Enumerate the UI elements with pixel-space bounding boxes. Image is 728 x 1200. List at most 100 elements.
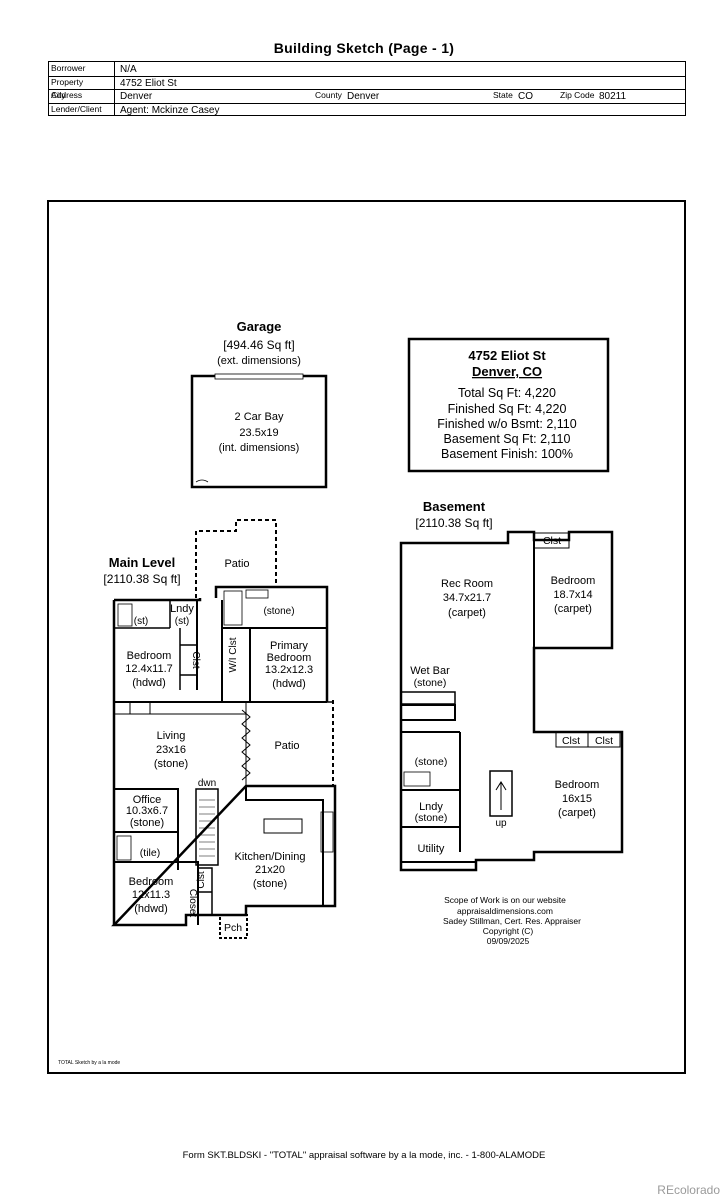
summary-finished: Finished Sq Ft: 4,220: [448, 402, 567, 416]
watermark: REcolorado: [657, 1183, 720, 1197]
office-dims: 10.3x6.7: [126, 805, 168, 817]
zip-label: Zip Code: [560, 90, 595, 100]
tub-1: [245, 589, 269, 599]
stair-treads: [199, 799, 215, 857]
garage-room-note: (int. dimensions): [219, 442, 300, 454]
bedroom1-label: Bedroom: [127, 650, 172, 662]
living-top-strip: [114, 702, 246, 715]
basement-bedroom1-dims: 18.7x14: [553, 589, 592, 601]
basement-bedroom2-mat: (carpet): [558, 807, 596, 819]
office-label: Office: [133, 794, 162, 806]
wet-bar-label: Wet Bar: [410, 665, 450, 677]
closet-a-label: Clst: [562, 735, 580, 747]
basement-bedroom2-dims: 16x15: [562, 793, 592, 805]
closet-b-label: Clst: [595, 735, 613, 747]
county-label: County: [315, 90, 342, 100]
borrower-value: N/A: [120, 64, 137, 75]
up-arrow-icon: [495, 781, 507, 810]
basement-tub: [403, 771, 431, 787]
scope-line-4: Copyright (C): [483, 926, 534, 936]
basement-title: Basement: [423, 499, 486, 514]
bedroom2-label: Bedroom: [129, 876, 174, 888]
city-row: City Denver County Denver State CO Zip C…: [49, 89, 685, 104]
shower-2: [223, 590, 243, 626]
summary-basement-finish: Basement Finish: 100%: [441, 447, 573, 461]
folding-door: [241, 709, 251, 781]
closet-walls: [198, 867, 213, 915]
basement-bath-label: (stone): [415, 756, 448, 768]
basement-inner-walls: [401, 704, 476, 863]
kitchen-counter: [320, 811, 334, 853]
main-inner-walls-2: [114, 600, 197, 690]
garage-room: 2 Car Bay: [235, 411, 284, 423]
clst-label: Clst: [190, 651, 201, 668]
patio-top-label: Patio: [224, 558, 249, 570]
scope-line-2: appraisaldimensions.com: [457, 906, 553, 916]
borrower-row: Borrower N/A: [49, 62, 685, 77]
rec-room-mat: (carpet): [448, 607, 486, 619]
primary-mat: (hdwd): [272, 678, 306, 690]
sketch-software-note: TOTAL Sketch by a la mode: [58, 1060, 121, 1066]
lndy-mat: (st): [175, 616, 189, 627]
bedroom2-dims: 12x11.3: [132, 889, 170, 901]
scope-line-5: 09/09/2025: [487, 936, 530, 946]
patio-right-label: Patio: [274, 740, 299, 752]
form-footer: Form SKT.BLDSKI - "TOTAL" appraisal soft…: [182, 1150, 546, 1161]
lender-label: Lender/Client: [49, 102, 115, 116]
city-value: Denver: [120, 91, 153, 102]
primary-bath-label: (stone): [263, 606, 294, 617]
garage-title: Garage: [237, 319, 282, 334]
bedroom1-dims: 12.4x11.7: [125, 663, 173, 675]
living-dims: 23x16: [156, 744, 186, 756]
basement-bedroom1-mat: (carpet): [554, 603, 592, 615]
basement-stair: [489, 770, 513, 817]
clst2-label: Clst: [196, 871, 207, 888]
basement-area: [2110.38 Sq ft]: [415, 516, 492, 530]
scope-line-3: Sadey Stillman, Cert. Res. Appraiser: [443, 916, 581, 926]
tub-2: [116, 835, 132, 861]
header-table: Borrower N/A Property Address 4752 Eliot…: [48, 61, 686, 116]
garage-area: [494.46 Sq ft]: [223, 338, 294, 352]
primary-label: Primary: [270, 640, 308, 652]
kitchen-label: Kitchen/Dining: [235, 851, 306, 863]
tile-bath-label: (tile): [140, 847, 160, 859]
garage-entry-door: [195, 479, 209, 483]
summary-city: Denver, CO: [472, 364, 542, 379]
primary-label-2: Bedroom: [267, 652, 312, 664]
summary-total: Total Sq Ft: 4,220: [458, 386, 556, 400]
porch-label: Pch: [224, 922, 242, 934]
borrower-label: Borrower: [49, 62, 115, 76]
rec-room-label: Rec Room: [441, 578, 493, 590]
shower-1: [117, 603, 133, 627]
wet-bar-counter: [400, 691, 456, 705]
rec-room-dims: 34.7x21.7: [443, 592, 491, 604]
page-title: Building Sketch (Page - 1): [273, 40, 455, 56]
walkin-closet-label: W/I Clst: [228, 637, 239, 672]
living-mat: (stone): [154, 758, 188, 770]
primary-dims: 13.2x12.3: [265, 664, 313, 676]
basement-bedroom2-label: Bedroom: [555, 779, 600, 791]
sketch-frame: [47, 200, 686, 1074]
state-value: CO: [518, 91, 533, 102]
summary-box: [407, 337, 610, 473]
living-label: Living: [157, 730, 186, 742]
main-level-title: Main Level: [109, 555, 175, 570]
lender-row: Lender/Client Agent: Mckinze Casey: [49, 102, 685, 116]
county-value: Denver: [347, 91, 380, 102]
basement-lndy-label: Lndy: [419, 801, 443, 813]
bath1-label: (st): [134, 616, 148, 627]
lender-value: Agent: Mckinze Casey: [120, 104, 220, 116]
city-label: City: [49, 89, 115, 103]
basement-bedroom1-label: Bedroom: [551, 575, 596, 587]
bedroom2-mat: (hdwd): [134, 903, 168, 915]
main-level-area: [2110.38 Sq ft]: [103, 572, 180, 586]
office-bath-walls: [113, 788, 199, 925]
stair-up-label: up: [495, 818, 507, 829]
kitchen-island: [263, 818, 303, 834]
summary-address: 4752 Eliot St: [468, 348, 546, 363]
stair-down-label: dwn: [198, 778, 216, 789]
utility-label: Utility: [418, 843, 445, 855]
closet-label: Closet: [187, 889, 198, 918]
stair-well: [195, 788, 219, 866]
closet-top: [533, 532, 570, 549]
